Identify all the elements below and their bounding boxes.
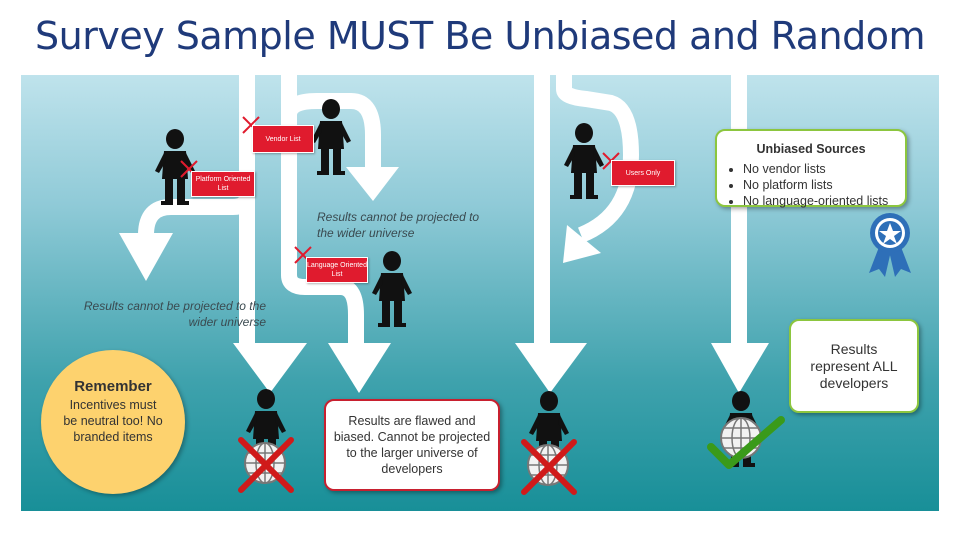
list-item: No platform lists	[743, 177, 895, 193]
remember-circle: Remember Incentives must be neutral too!…	[41, 350, 185, 494]
award-ribbon-icon	[869, 213, 911, 277]
figure-icon	[372, 251, 412, 327]
list-item: No language-oriented lists	[743, 193, 895, 209]
unbiased-sources-heading: Unbiased Sources	[727, 141, 895, 157]
remember-heading: Remember	[41, 378, 185, 395]
list-item: No vendor lists	[743, 161, 895, 177]
flawed-results-box: Results are flawed and biased. Cannot be…	[324, 399, 500, 491]
figure-icon	[155, 129, 195, 205]
tag-vendor-list: Vendor List	[252, 125, 314, 153]
results-represent-box: Results represent ALL developers	[789, 319, 919, 413]
tag-users-only: Users Only	[611, 160, 675, 186]
tag-platform-list: Platform Oriented List	[191, 171, 255, 197]
note-not-projected: Results cannot be projected to the wider…	[76, 298, 266, 330]
tag-language-list: Language Oriented List	[306, 257, 368, 283]
flawed-results-text: Results are flawed and biased. Cannot be…	[330, 413, 494, 477]
figure-icon	[564, 123, 604, 199]
results-represent-text: Results represent ALL developers	[809, 341, 899, 392]
note-not-projected: Results cannot be projected to the wider…	[317, 209, 497, 241]
unbiased-sources-list: No vendor lists No platform lists No lan…	[727, 161, 895, 209]
figure-icon	[311, 99, 351, 175]
remember-text: Incentives must be neutral too! No brand…	[63, 397, 163, 445]
page-title: Survey Sample MUST Be Unbiased and Rando…	[0, 14, 960, 58]
unbiased-sources-box: Unbiased Sources No vendor lists No plat…	[715, 129, 907, 207]
